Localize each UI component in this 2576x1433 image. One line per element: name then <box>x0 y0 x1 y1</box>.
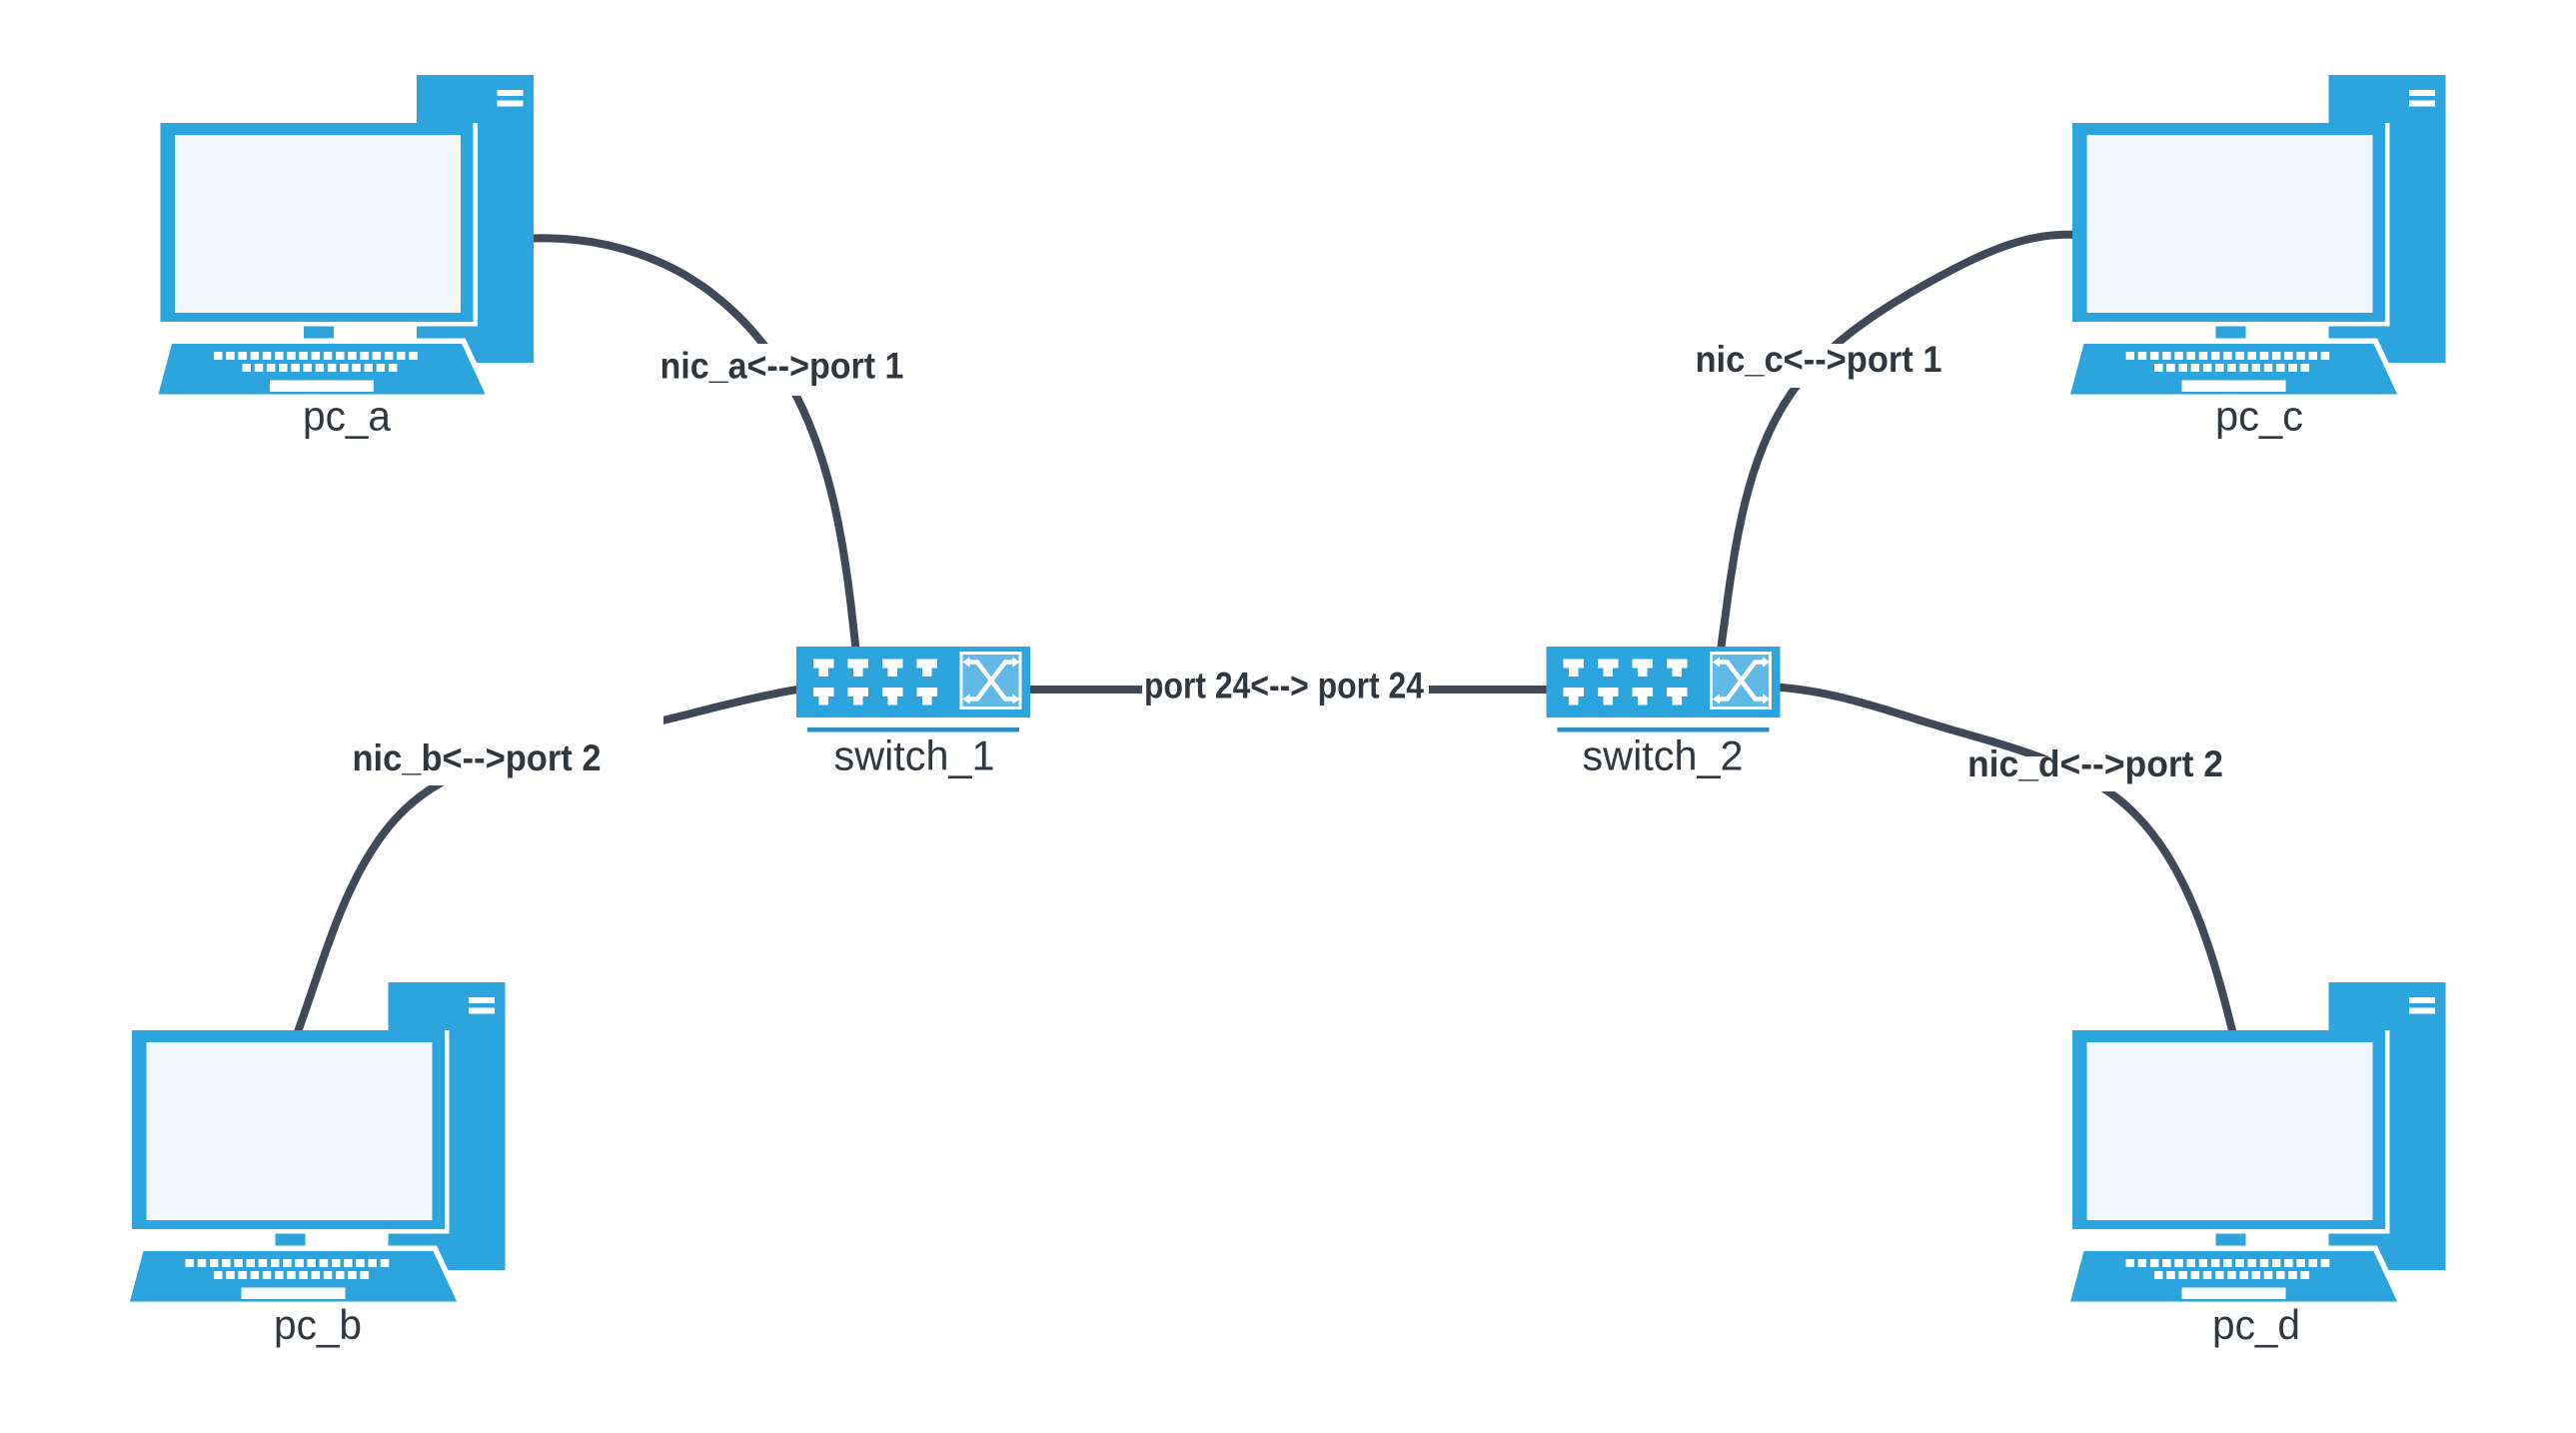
svg-text:nic_c<-->port 1: nic_c<-->port 1 <box>1696 339 1942 380</box>
svg-text:switch_2: switch_2 <box>1583 732 1744 779</box>
svg-text:nic_d<-->port 2: nic_d<-->port 2 <box>1967 743 2223 784</box>
svg-text:pc_a: pc_a <box>303 393 392 440</box>
svg-text:switch_1: switch_1 <box>834 732 995 779</box>
svg-text:nic_a<-->port 1: nic_a<-->port 1 <box>660 346 904 387</box>
svg-text:pc_c: pc_c <box>2215 393 2303 440</box>
svg-text:pc_b: pc_b <box>274 1301 362 1348</box>
svg-text:pc_d: pc_d <box>2212 1301 2300 1348</box>
svg-text:port 24<--> port 24: port 24<--> port 24 <box>1144 666 1424 707</box>
svg-text:nic_b<-->port 2: nic_b<-->port 2 <box>353 737 602 778</box>
